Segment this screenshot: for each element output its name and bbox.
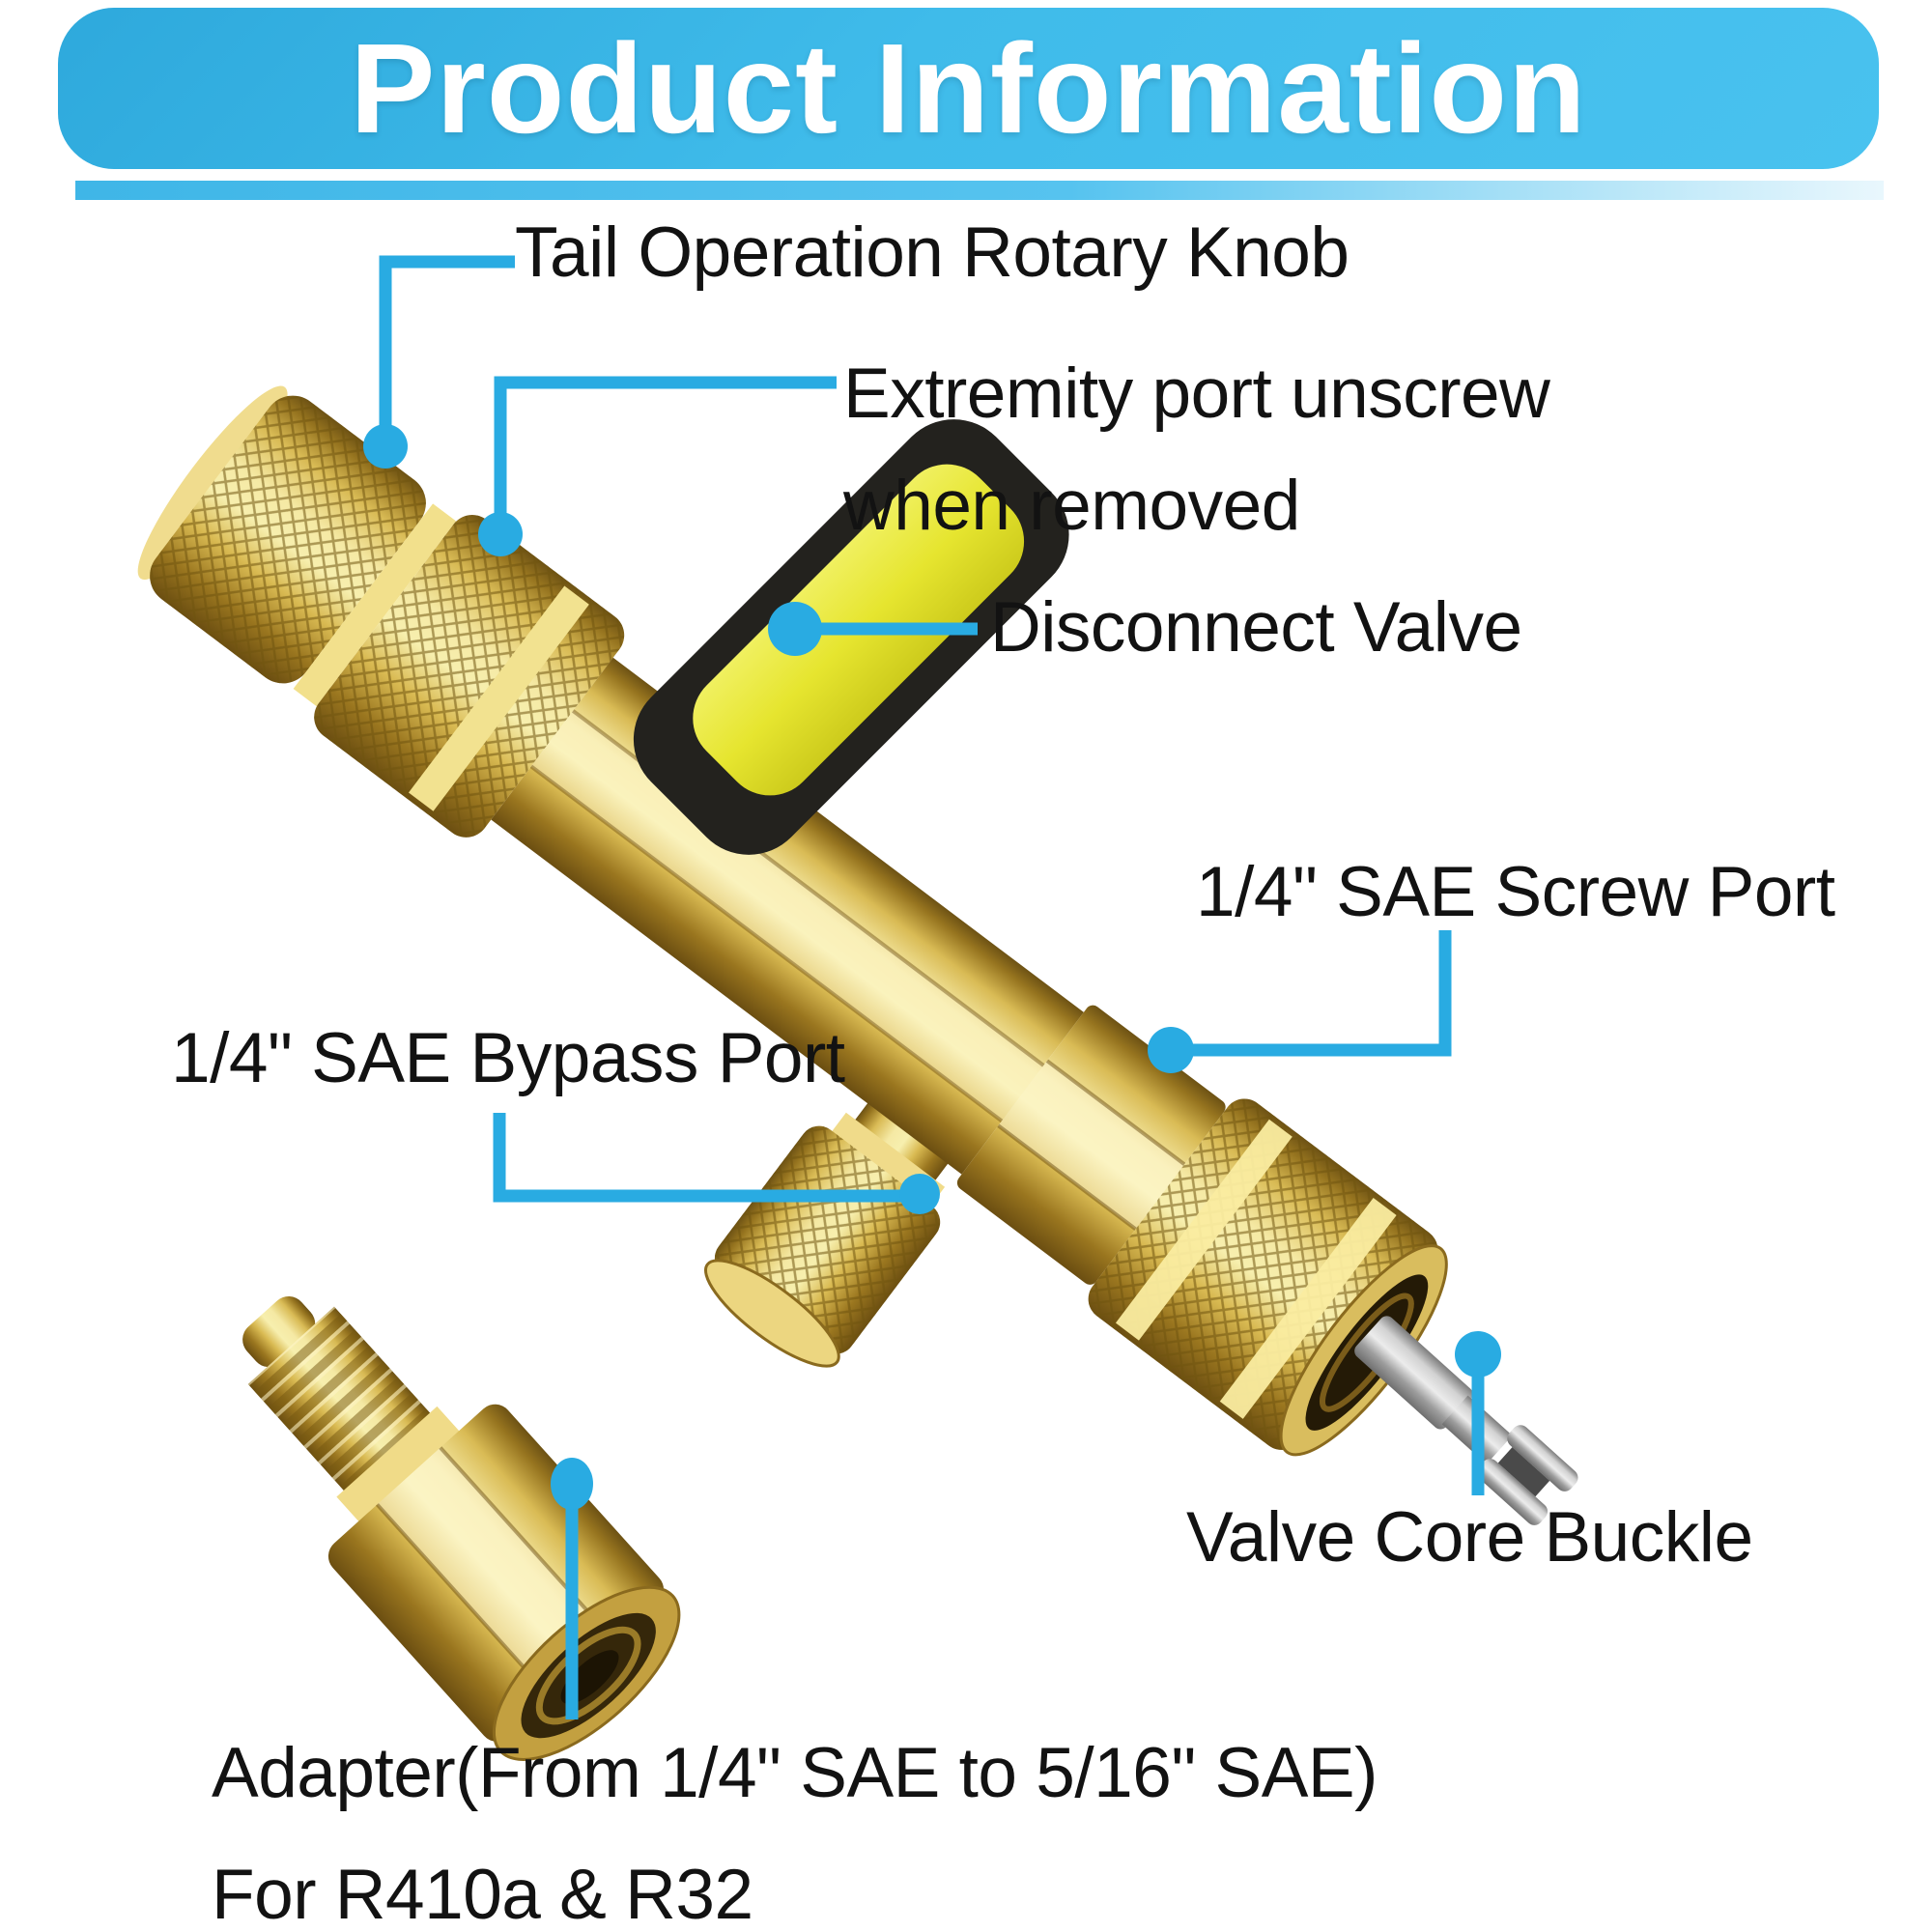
- valve-core: [1354, 1316, 1578, 1525]
- callout-line-bypass-port: [493, 1113, 906, 1203]
- adapter-female-port: [492, 1585, 681, 1761]
- hex-nut: [956, 1005, 1226, 1285]
- valve-tool-illustration: [137, 385, 1578, 1525]
- page-title: Product Information: [350, 17, 1587, 159]
- callout-dot-adapter: [551, 1458, 593, 1510]
- callout-line-tail-knob: [379, 255, 515, 432]
- label-extremity-port-unscrew: Extremity port unscrew: [843, 355, 1550, 433]
- label-quarter-sae-bypass-port: 1/4" SAE Bypass Port: [171, 1019, 845, 1097]
- banner-underline-stripe: [75, 181, 1884, 200]
- callout-line-extremity-port: [494, 376, 837, 520]
- adapter-illustration: [242, 1296, 681, 1761]
- callout-dot-tail-knob: [363, 424, 408, 469]
- callout-dot-disconnect-valve: [768, 602, 822, 656]
- callout-dot-valve-core-buckle: [1455, 1331, 1501, 1378]
- label-tail-operation-rotary-knob: Tail Operation Rotary Knob: [515, 213, 1350, 292]
- callout-line-screw-port: [1190, 930, 1452, 1057]
- label-adapter-refrigerants: For R410a & R32: [212, 1856, 753, 1932]
- label-valve-core-buckle: Valve Core Buckle: [1186, 1498, 1753, 1577]
- product-info-banner: Product Information: [58, 8, 1879, 169]
- extremity-port: [314, 515, 625, 838]
- callout-dot-extremity-port: [478, 512, 523, 556]
- callout-dot-screw-port: [1148, 1027, 1194, 1073]
- label-adapter-size: Adapter(From 1/4" SAE to 5/16" SAE): [212, 1734, 1378, 1812]
- label-quarter-sae-screw-port: 1/4" SAE Screw Port: [1196, 853, 1835, 931]
- label-when-removed: when removed: [843, 467, 1300, 545]
- screw-port: [1088, 1098, 1448, 1457]
- label-disconnect-valve: Disconnect Valve: [990, 588, 1522, 667]
- tail-knob: [137, 385, 457, 707]
- callout-dot-bypass-port: [899, 1174, 940, 1214]
